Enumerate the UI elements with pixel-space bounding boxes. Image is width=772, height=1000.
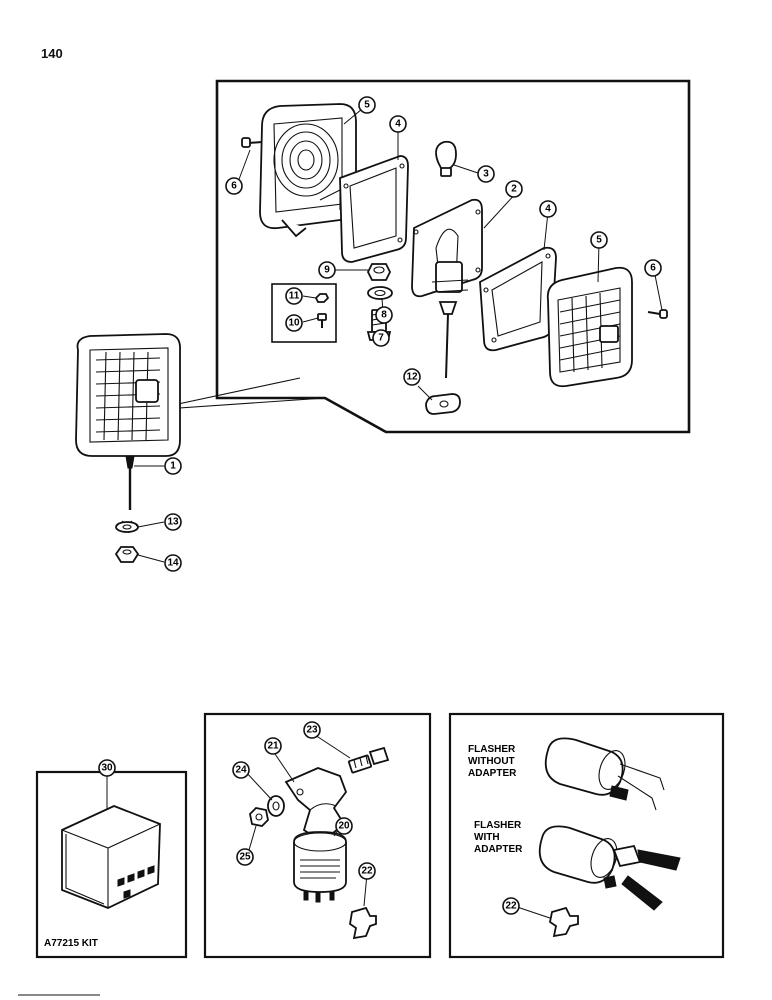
exploded-view-frame (215, 79, 691, 434)
svg-text:13: 13 (167, 517, 179, 528)
flat-washer-icon (267, 795, 285, 817)
screw-icon (647, 309, 668, 319)
bulb-icon (435, 140, 457, 177)
base-plate-icon (411, 198, 483, 298)
relay-icon (61, 805, 161, 909)
svg-text:25: 25 (239, 852, 251, 863)
page-number: 140 (41, 46, 63, 61)
svg-text:21: 21 (267, 741, 279, 752)
flasher-can-icon (293, 831, 347, 903)
flasher-bracket-box (203, 712, 432, 959)
svg-text:4: 4 (545, 204, 551, 215)
callout-9: 9 (318, 261, 336, 279)
gasket-icon (339, 155, 409, 263)
callout-5: 5 (590, 231, 608, 249)
callout-4: 4 (539, 200, 557, 218)
svg-text:23: 23 (306, 725, 318, 736)
lens-icon (546, 266, 633, 388)
callout-8: 8 (375, 306, 393, 324)
adapter-plug-icon (548, 906, 579, 938)
callout-22: 22 (358, 862, 376, 880)
alternate-parts-box (271, 283, 337, 343)
callout-7: 7 (372, 329, 390, 347)
callout-13: 13 (164, 513, 182, 531)
svg-text:2: 2 (511, 184, 517, 195)
callout-2: 2 (505, 180, 523, 198)
hex-nut-icon (114, 546, 140, 563)
svg-text:6: 6 (231, 181, 237, 192)
svg-text:24: 24 (235, 765, 247, 776)
svg-text:4: 4 (395, 119, 401, 130)
callout-5: 5 (358, 96, 376, 114)
callout-12: 12 (403, 368, 421, 386)
flasher-without-adapter-icon (544, 737, 665, 811)
svg-text:14: 14 (167, 558, 179, 569)
callout-1: 1 (164, 457, 182, 475)
svg-text:20: 20 (338, 821, 350, 832)
lock-washer-icon (115, 520, 139, 533)
callout-30: 30 (98, 759, 116, 777)
svg-text:9: 9 (324, 265, 330, 276)
callout-4: 4 (389, 115, 407, 133)
small-screw-icon (317, 313, 327, 328)
callout-6: 6 (225, 177, 243, 195)
svg-text:22: 22 (361, 866, 373, 877)
callout-10: 10 (285, 314, 303, 332)
callout-11: 11 (285, 287, 303, 305)
adapter-plug-icon (349, 906, 377, 940)
svg-text:5: 5 (364, 100, 370, 111)
small-nut-icon (314, 293, 330, 303)
flasher-without-adapter-label: FLASHER WITHOUT ADAPTER (468, 744, 518, 779)
svg-text:1: 1 (170, 461, 176, 472)
svg-text:5: 5 (596, 235, 602, 246)
flasher-adapter-box (448, 712, 725, 959)
callout-21: 21 (264, 737, 282, 755)
svg-text:11: 11 (289, 291, 300, 302)
lamp-assembly-icon (75, 333, 181, 510)
callout-6: 6 (644, 259, 662, 277)
svg-text:3: 3 (483, 169, 489, 180)
callout-22: 22 (502, 897, 520, 915)
hex-nut-icon (366, 263, 392, 281)
mounting-plate-icon (425, 393, 461, 415)
flat-washer-icon (367, 286, 393, 300)
kit-label: A77215 KIT (44, 938, 98, 949)
callout-14: 14 (164, 554, 182, 572)
callout-24: 24 (232, 761, 250, 779)
callout-23: 23 (303, 721, 321, 739)
bolt-icon (347, 746, 390, 774)
hex-nut-icon (249, 807, 269, 827)
flasher-with-adapter-label: FLASHER WITH ADAPTER (474, 820, 524, 855)
svg-text:7: 7 (378, 333, 384, 344)
svg-text:22: 22 (505, 901, 517, 912)
svg-text:8: 8 (381, 310, 387, 321)
callout-3: 3 (477, 165, 495, 183)
svg-text:12: 12 (406, 372, 418, 383)
svg-text:6: 6 (650, 263, 656, 274)
gasket-icon (479, 246, 557, 352)
svg-text:10: 10 (288, 318, 300, 329)
screw-icon (241, 137, 263, 148)
leader-lines (106, 108, 663, 919)
socket-icon (431, 261, 469, 379)
flasher-with-adapter-icon (538, 825, 681, 911)
callout-25: 25 (236, 848, 254, 866)
svg-text:30: 30 (101, 763, 113, 774)
callout-20: 20 (335, 817, 353, 835)
